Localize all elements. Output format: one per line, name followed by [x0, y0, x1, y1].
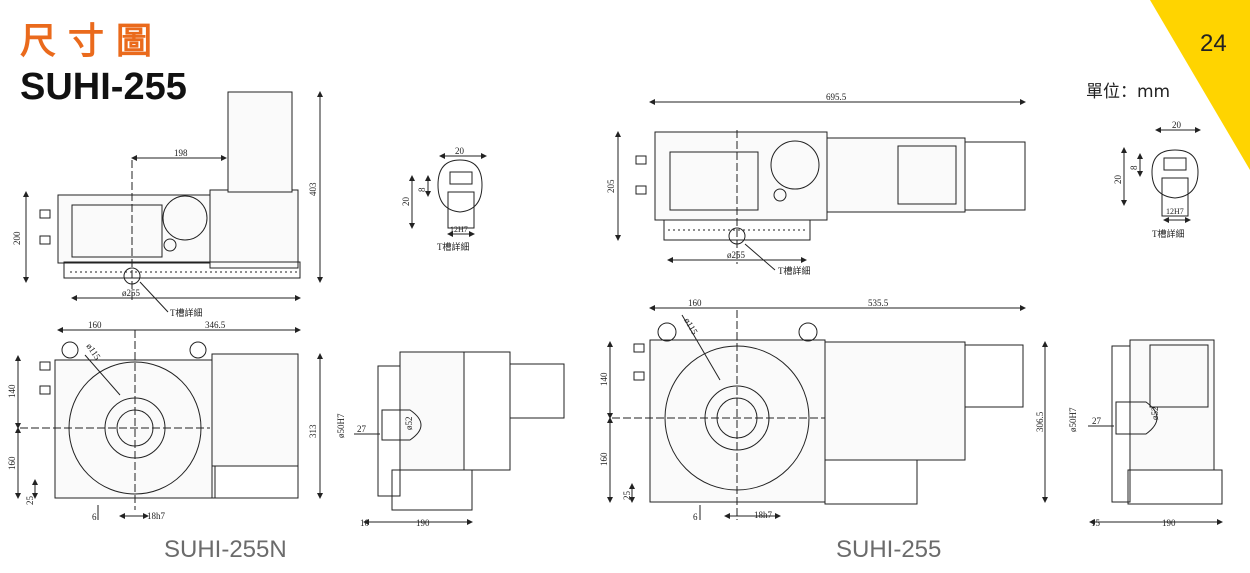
- dim-18h7-left: 18h7: [147, 511, 166, 521]
- tslot-left-dim-8: 8: [417, 187, 427, 192]
- tslot-left-dim-20-top: 20: [455, 146, 465, 156]
- right-top-view: [615, 99, 1026, 271]
- dim-346-5: 346.5: [205, 320, 226, 330]
- dim-phi115-right: ø115: [682, 316, 700, 337]
- section-title: 尺寸圖: [20, 21, 165, 62]
- dim-198: 198: [174, 148, 188, 158]
- dim-phi255-left: ø255: [122, 288, 141, 298]
- tslot-left-dim-20-side: 20: [401, 197, 411, 207]
- dim-535-5: 535.5: [868, 298, 889, 308]
- left-side-view: [354, 351, 565, 525]
- tslot-right-dim-8: 8: [1129, 165, 1139, 170]
- dim-phi50h7-right: ø50H7: [1068, 407, 1078, 432]
- tslot-right-label: T槽詳細: [1152, 228, 1185, 239]
- tslot-right-dim-20-side: 20: [1113, 175, 1123, 185]
- dim-phi52-right: ø52: [1150, 407, 1160, 421]
- dim-6-right: 6: [693, 512, 698, 522]
- left-bottom-view: [15, 327, 323, 520]
- dim-140-right: 140: [599, 372, 609, 386]
- dim-27-right: 27: [1092, 416, 1102, 426]
- dim-190-left: 190: [416, 518, 430, 528]
- dim-306-5: 306.5: [1035, 411, 1045, 432]
- left-top-view: [23, 91, 323, 313]
- tslot-left-dim-12h7: 12H7: [450, 225, 468, 234]
- tslot-label-right-front: T槽詳細: [778, 265, 811, 276]
- dim-200: 200: [12, 231, 22, 245]
- dim-phi52-left: ø52: [404, 417, 414, 431]
- tslot-left-label: T槽詳細: [437, 241, 470, 252]
- tslot-label-left-front: T槽詳細: [170, 307, 203, 318]
- dim-phi255-right: ø255: [727, 250, 746, 260]
- dim-phi115-left: ø115: [84, 341, 103, 362]
- tslot-right-detail: [1121, 127, 1201, 223]
- right-bottom-view: [607, 305, 1048, 520]
- caption-left: SUHI-255N: [164, 536, 287, 563]
- dim-403: 403: [308, 182, 318, 196]
- model-title: SUHI-255: [20, 66, 187, 108]
- dim-140-left: 140: [7, 384, 17, 398]
- dim-160-top-left: 160: [88, 320, 102, 330]
- caption-right: SUHI-255: [836, 536, 942, 563]
- unit-label: 單位：mm: [1086, 82, 1171, 102]
- dim-10: 10: [360, 518, 370, 528]
- right-side-view: [1088, 339, 1223, 525]
- dim-6-left: 6: [92, 512, 97, 522]
- tslot-right-dim-20-top: 20: [1172, 120, 1182, 130]
- dim-695-5: 695.5: [826, 92, 847, 102]
- dim-190-right: 190: [1162, 518, 1176, 528]
- dim-18h7-right: 18h7: [754, 510, 773, 520]
- dim-15: 15: [1091, 518, 1101, 528]
- dim-phi50h7-left: ø50H7: [336, 413, 346, 438]
- dim-160-side-left: 160: [7, 456, 17, 470]
- tslot-right-dim-12h7: 12H7: [1166, 207, 1184, 216]
- dim-313: 313: [308, 424, 318, 438]
- dim-160-top-right: 160: [688, 298, 702, 308]
- dim-27-left: 27: [357, 424, 367, 434]
- dim-25-left: 25: [25, 496, 35, 506]
- dim-205: 205: [606, 179, 616, 193]
- dim-25-right: 25: [622, 491, 632, 501]
- dim-160-side-right: 160: [599, 452, 609, 466]
- tslot-left-detail: [409, 153, 487, 237]
- page-number: 24: [1200, 30, 1227, 57]
